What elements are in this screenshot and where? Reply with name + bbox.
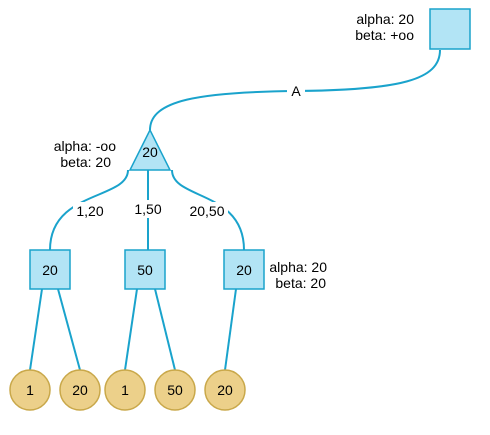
max-node-mid-label: 50 [137,262,153,278]
root-beta-annotation: beta: +oo [355,27,414,43]
leaf-node-4 [154,369,196,411]
min-node-triangle [128,128,172,171]
max-node-right-label: 20 [236,262,252,278]
min-node-label: 20 [142,144,158,160]
leaf-node-1-label: 1 [26,382,34,398]
edge-left-to-leaf-1 [29,288,43,371]
edge-label-min-left: 1,20 [76,203,103,219]
max-node-left-label: 20 [42,262,58,278]
leaf-node-5-label: 20 [217,382,233,398]
edge-min-to-left [49,169,129,251]
leaf-node-3-label: 1 [121,382,129,398]
leaf-node-5 [204,369,246,411]
max-node-mid [124,249,166,290]
edge-label-a: A [291,83,301,99]
leaf-node-1 [9,369,51,411]
max-right-alpha-annotation: alpha: 20 [269,259,327,275]
root-alpha-annotation: alpha: 20 [356,11,414,27]
root-max-node [429,8,471,50]
max-right-beta-annotation: beta: 20 [275,275,326,291]
leaf-node-2 [59,369,101,411]
edge-mid-to-leaf-4 [154,288,176,371]
max-node-right [223,249,265,290]
edge-left-to-leaf-2 [57,288,81,371]
edge-right-to-leaf-5 [224,288,237,371]
edge-mid-to-leaf-3 [124,288,138,371]
edge-label-min-right: 20,50 [189,203,224,219]
edge-min-to-right [171,169,245,251]
leaf-node-4-label: 50 [167,382,183,398]
min-beta-annotation: beta: 20 [60,154,111,170]
edge-label-min-mid: 1,50 [134,201,161,217]
min-alpha-annotation: alpha: -oo [54,138,116,154]
leaf-node-2-label: 20 [72,382,88,398]
max-node-left [29,249,71,290]
leaf-node-3 [104,369,146,411]
